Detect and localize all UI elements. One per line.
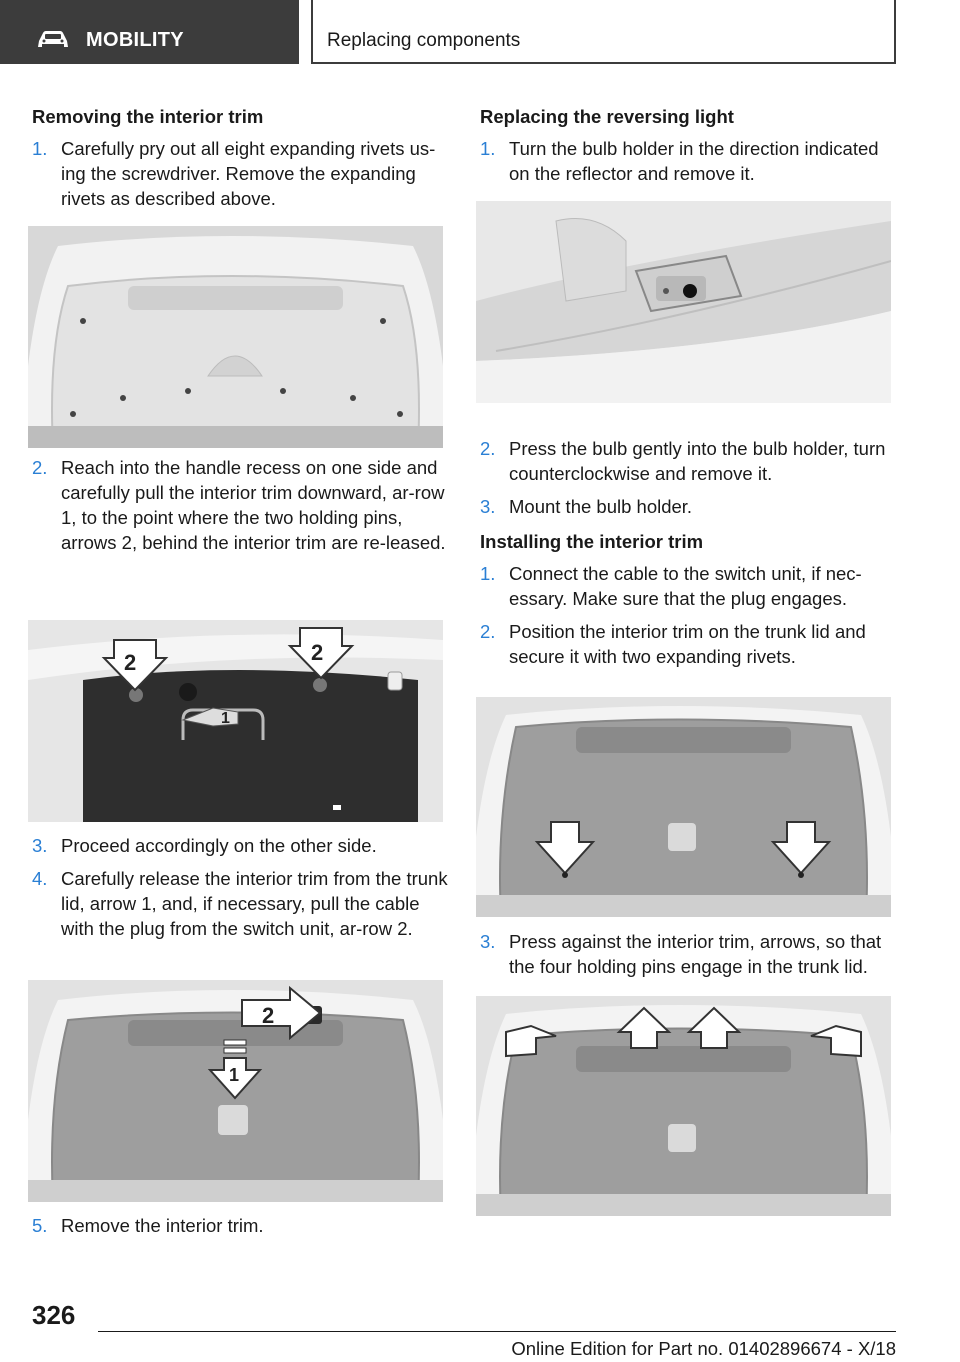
step-number: 5. [32,1215,48,1236]
step-number: 1. [480,563,496,584]
step-text: Press against the interior trim, arrows,… [509,931,882,977]
figure-release-trim: 2 1 [28,980,443,1202]
step-number: 2. [480,438,496,459]
left-step-2: 2. Reach into the handle recess on one s… [32,455,450,555]
right-section-bulb: 2. Press the bulb gently into the bulb h… [480,436,898,669]
section-title: MOBILITY [86,29,184,51]
figure-arrow-label: 1 [221,710,230,727]
footer-divider [98,1331,896,1332]
step-text: Press the bulb gently into the bulb hold… [509,438,886,484]
step-number: 3. [480,496,496,517]
left-heading: Removing the interior trim [32,106,264,127]
step-text: Carefully pry out all eight expanding ri… [61,138,436,209]
step-text: Mount the bulb holder. [509,496,693,517]
right-install-step-3: 3. Press against the interior trim, arro… [480,929,898,979]
step-number: 2. [32,457,48,478]
left-step-3-4-wrap: 3. Proceed accordingly on the other side… [32,833,450,941]
right-step-2: 2. Press the bulb gently into the bulb h… [480,436,898,486]
step-number: 1. [480,138,496,159]
right-step-1: 1. Turn the bulb holder in the direction… [480,136,898,186]
step-text: Remove the interior trim. [61,1215,264,1236]
right-heading-reversing: Replacing the reversing light [480,106,734,127]
step-text: Carefully release the interior trim from… [61,868,448,939]
figure-arrow-label: 2 [262,1003,274,1028]
step-text: Position the interior trim on the trunk … [509,621,866,667]
page-number: 326 [32,1300,76,1330]
step-number: 3. [32,835,48,856]
figure-trunk-lid-rivets [28,226,443,448]
step-number: 4. [32,868,48,889]
right-install-step-3-wrap: 3. Press against the interior trim, arro… [480,929,898,979]
left-step-2-wrap: 2. Reach into the handle recess on one s… [32,455,450,555]
right-install-step-1: 1. Connect the cable to the switch unit,… [480,561,898,611]
section-tab: MOBILITY [0,0,299,64]
right-heading-installing: Installing the interior trim [480,531,704,552]
figure-arrow-label: 1 [229,1065,239,1085]
figure-holding-pins: 1 2 2 [28,620,443,822]
figure-arrow-label: 2 [124,650,136,675]
left-step-4: 4. Carefully release the interior trim f… [32,866,450,941]
step-text: Connect the cable to the switch unit, if… [509,563,862,609]
figure-arrow-label: 2 [311,640,323,665]
chapter-tab: Replacing components [311,0,896,64]
edition-text: Online Edition for Part no. 01402896674 … [511,1338,896,1359]
car-icon [38,31,68,47]
step-number: 3. [480,931,496,952]
right-step-3: 3. Mount the bulb holder. [480,494,898,519]
chapter-title: Replacing components [327,30,521,51]
left-step-5: 5. Remove the interior trim. [32,1213,450,1238]
left-step-5-wrap: 5. Remove the interior trim. [32,1213,450,1238]
left-step-1: 1. Carefully pry out all eight expanding… [32,136,450,211]
figure-press-trim [476,996,891,1216]
right-install-step-2: 2. Position the interior trim on the tru… [480,619,898,669]
figure-position-trim [476,697,891,917]
step-text: Turn the bulb holder in the direction in… [509,138,879,184]
step-text: Proceed accordingly on the other side. [61,835,377,856]
figure-reversing-light [476,201,891,403]
left-section: Removing the interior trim 1. Carefully … [32,104,450,211]
step-number: 1. [32,138,48,159]
right-section-reversing: Replacing the reversing light 1. Turn th… [480,104,898,186]
step-number: 2. [480,621,496,642]
left-step-3: 3. Proceed accordingly on the other side… [32,833,450,858]
step-text: Reach into the handle recess on one side… [61,457,446,553]
